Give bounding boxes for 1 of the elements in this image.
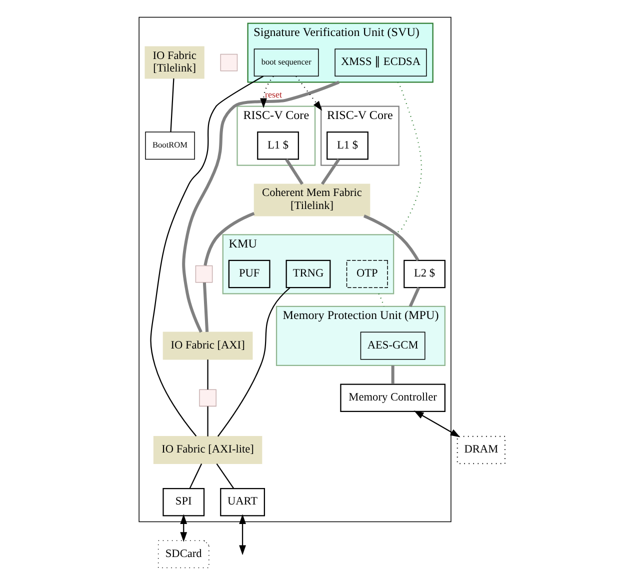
edge-label: reset [264, 90, 282, 100]
